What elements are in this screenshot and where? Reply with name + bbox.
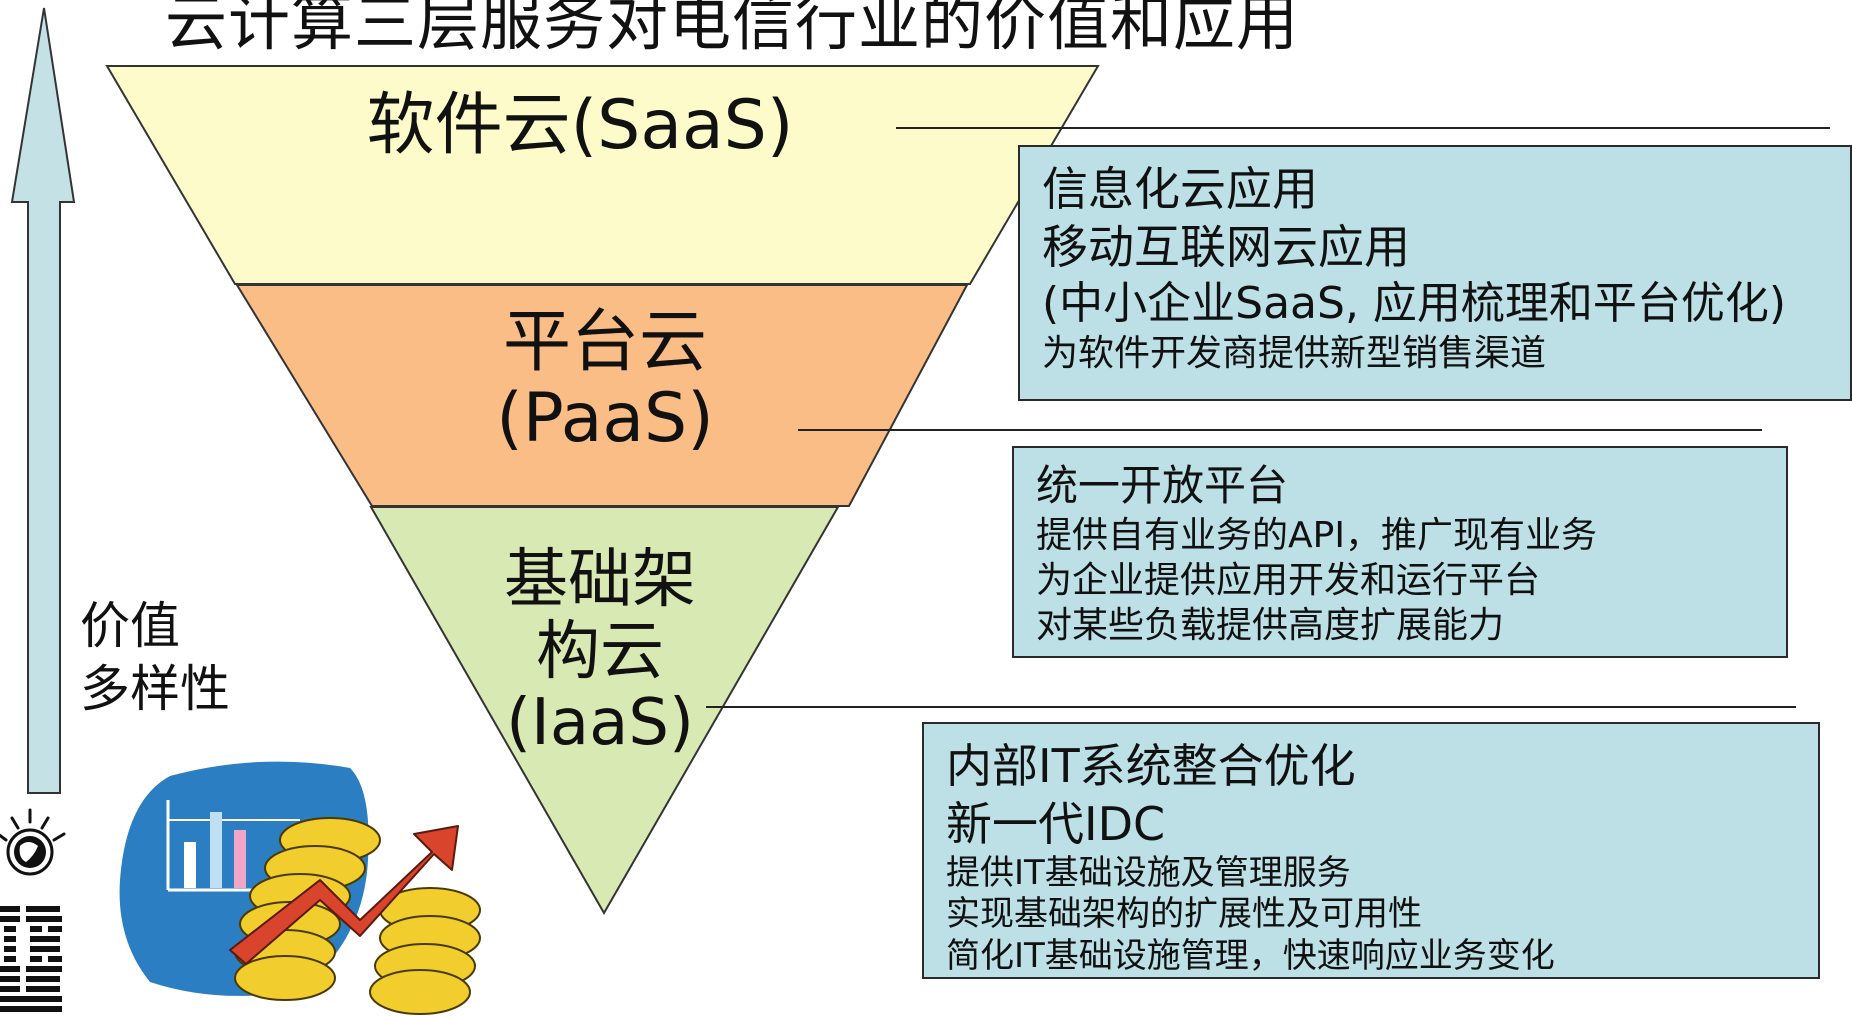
ibm-smarter-planet-logo — [0, 808, 66, 1012]
tier-saas-label: 软件云(SaaS) — [360, 86, 800, 165]
box-detail-line: 提供IT基础设施及管理服务 — [946, 853, 1351, 893]
growth-arrow-icon — [229, 825, 459, 965]
tier-saas-band — [105, 65, 1100, 285]
box-heading-line: 新一代IDC — [946, 796, 1166, 851]
box-detail-line: 为软件开发商提供新型销售渠道 — [1042, 333, 1547, 374]
label-line: (PaaS) — [496, 379, 714, 459]
iaas-application-box: 内部IT系统整合优化 新一代IDC 提供IT基础设施及管理服务 实现基础架构的扩… — [922, 722, 1820, 979]
tier-iaas-band — [369, 506, 840, 916]
clipart-bar-2 — [210, 812, 222, 888]
clipart-bar-3 — [234, 830, 246, 888]
clipart-bar-1 — [184, 842, 196, 888]
label-line: (IaaS) — [506, 686, 694, 761]
box-detail-line: (中小企业SaaS, 应用梳理和平台优化) — [1042, 278, 1787, 329]
value-diversity-label: 价值多样性 — [80, 595, 230, 721]
label-line: 价值 — [80, 597, 180, 655]
box-detail-line: 实现基础架构的扩展性及可用性 — [946, 894, 1422, 935]
box-detail-line: 为企业提供应用开发和运行平台 — [1036, 559, 1541, 601]
box-heading-line: 移动互联网云应用 — [1042, 219, 1410, 274]
chart-coins-growth-icon — [119, 761, 481, 1015]
box-detail-line: 对某些负载提供高度扩展能力 — [1036, 604, 1505, 646]
clipart-coin-stack-right — [369, 887, 481, 1015]
label-line: 平台云 — [502, 303, 707, 382]
page-title: 云计算三层服务对电信行业的价值和应用 — [165, 0, 1300, 59]
value-up-arrow — [10, 7, 76, 794]
paas-application-box: 统一开放平台 提供自有业务的API，推广现有业务 为企业提供应用开发和运行平台 … — [1012, 446, 1788, 658]
tier-paas-label: 平台云(PaaS) — [420, 303, 790, 459]
label-line: 多样性 — [80, 660, 230, 718]
label-line: 软件云(SaaS) — [366, 86, 794, 165]
box-heading-line: 内部IT系统整合优化 — [946, 739, 1356, 793]
box-heading-line: 统一开放平台 — [1036, 461, 1289, 510]
box-heading-line: 信息化云应用 — [1042, 162, 1318, 216]
tier-iaas-label: 基础架构云(IaaS) — [450, 543, 750, 761]
label-line: 构云 — [536, 614, 664, 689]
box-detail-line: 简化IT基础设施管理，快速响应业务变化 — [946, 935, 1555, 976]
label-line: 基础架 — [504, 543, 696, 617]
tier-paas-band — [235, 284, 969, 507]
box-detail-line: 提供自有业务的API，推广现有业务 — [1036, 514, 1597, 556]
saas-application-box: 信息化云应用 移动互联网云应用 (中小企业SaaS, 应用梳理和平台优化) 为软… — [1018, 145, 1852, 401]
